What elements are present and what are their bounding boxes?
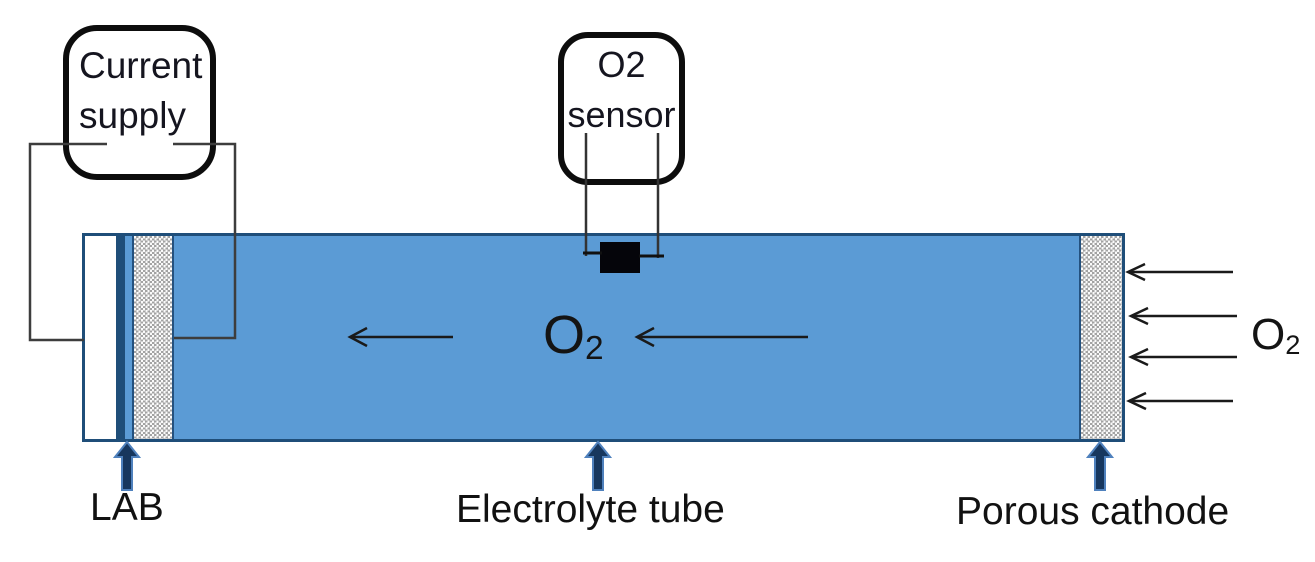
o2-sensor-word: sensor xyxy=(567,94,676,135)
porous-cathode-pointer-arrow xyxy=(1085,440,1115,491)
lab-anode-layer xyxy=(116,236,125,439)
o2-sensor-gas-sub: 2 xyxy=(625,44,646,85)
lab-callout-label: LAB xyxy=(90,486,164,529)
inlet-o2-label: O2 xyxy=(1251,310,1300,361)
o2-inlet-arrow-3-head xyxy=(1128,347,1149,367)
o2-inlet-arrows xyxy=(1125,262,1237,411)
porous-cathode-region xyxy=(1079,236,1122,439)
o2-inlet-arrow-4 xyxy=(1126,391,1233,411)
o2-inlet-arrow-4-head xyxy=(1126,391,1147,411)
lab-pointer-arrow xyxy=(112,440,142,491)
porous-anode-region xyxy=(132,236,174,439)
o2-inlet-arrow-3 xyxy=(1128,347,1237,367)
current-supply-line2: supply xyxy=(79,95,186,136)
o2-sensor-electrode xyxy=(600,242,640,273)
o2-inlet-arrow-2 xyxy=(1128,306,1237,326)
tube-o2-label: O2 xyxy=(543,304,604,368)
o2-inlet-arrow-2-head xyxy=(1128,306,1149,326)
porous-cathode-callout-label: Porous cathode xyxy=(956,490,1230,533)
o2-inlet-arrow-1-head xyxy=(1125,262,1146,282)
current-supply-label: Current supply xyxy=(69,31,210,141)
electrolyte-tube-callout-label: Electrolyte tube xyxy=(456,488,725,531)
o2-sensor-gas-base: O xyxy=(597,44,626,85)
tube-open-end xyxy=(85,236,116,439)
tube-o2-sub: 2 xyxy=(585,330,604,368)
o2-sensor-label: O2 sensor xyxy=(564,38,679,140)
inlet-o2-sub: 2 xyxy=(1285,328,1301,360)
o2-inlet-arrow-1 xyxy=(1125,262,1233,282)
current-supply-box: Current supply xyxy=(63,25,216,180)
electrolyte-tube-pointer-arrow xyxy=(583,440,613,491)
current-supply-line1: Current xyxy=(79,45,203,86)
inlet-o2-base: O xyxy=(1251,310,1286,359)
o2-sensor-gas: O2 xyxy=(564,40,679,90)
o2-sensor-box: O2 sensor xyxy=(558,32,685,185)
callout-pointer-arrows xyxy=(112,440,1115,491)
tube-o2-base: O xyxy=(543,305,586,365)
